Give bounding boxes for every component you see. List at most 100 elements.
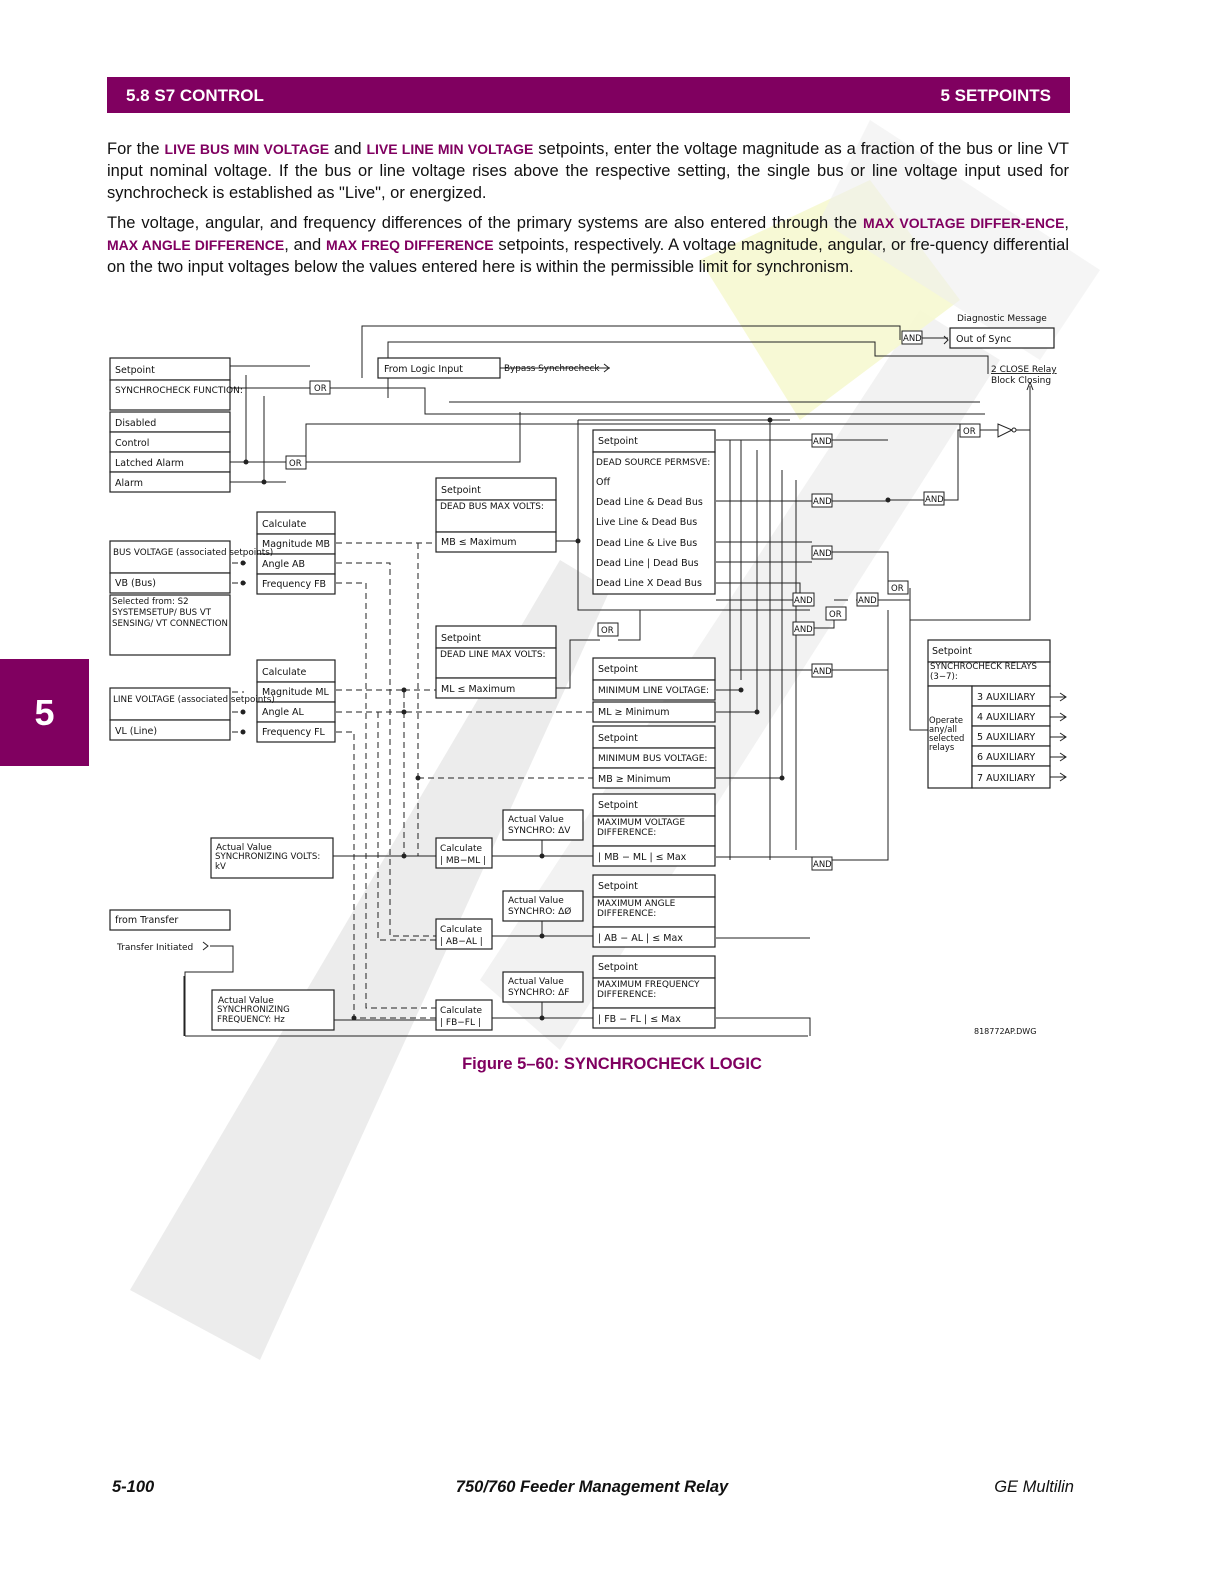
ml-ge-min-label: ML ≥ Minimum — [598, 707, 670, 718]
page-header: 5.8 S7 CONTROL 5 SETPOINTS — [107, 77, 1070, 113]
calculate-da: Calculate — [440, 925, 482, 935]
bus-voltage-label: BUS VOLTAGE (associated setpoints) — [113, 548, 273, 558]
setpoint-dead-source: Setpoint — [598, 436, 638, 447]
block-closing-label: Block Closing — [991, 376, 1051, 386]
or-gate-2: OR — [289, 459, 302, 469]
footer-title: 750/760 Feeder Management Relay — [455, 1478, 729, 1496]
frequency-fb-label: Frequency FB — [262, 579, 326, 590]
sync-freq-label: SYNCHRONIZING FREQUENCY: Hz — [217, 1005, 290, 1025]
setpoint-max-freq-diff: Setpoint — [598, 962, 638, 973]
synchro-df-label: SYNCHRO: ΔF — [508, 988, 569, 998]
dead-source-off: Off — [596, 477, 610, 488]
synchrocheck-function-label: SYNCHROCHECK FUNCTION: — [115, 386, 243, 396]
ab-al-le-max-label: | AB − AL | ≤ Max — [598, 933, 683, 944]
section-title: 5.8 S7 CONTROL — [126, 86, 264, 105]
and-gate-8: AND — [813, 860, 832, 870]
synchro-da-label: SYNCHRO: ΔØ — [508, 906, 571, 917]
vb-bus-label: VB (Bus) — [115, 578, 156, 589]
calculate-label-bus: Calculate — [262, 519, 307, 530]
and-gate-9: AND — [925, 495, 944, 505]
actual-value-sync-freq: Actual Value — [218, 996, 274, 1006]
keyword-max-voltage: MAX VOLTAGE DIFFER-ENCE — [863, 215, 1065, 231]
calc-fb-fl-label: | FB−FL | — [440, 1018, 481, 1028]
selected-from-label: Selected from: S2 SYSTEMSETUP/ BUS VT SE… — [112, 597, 228, 629]
calc-ab-al-label: | AB−AL | — [440, 937, 483, 947]
and-gate-1: AND — [813, 437, 832, 447]
dead-line-max-volts-label: DEAD LINE MAX VOLTS: — [440, 650, 546, 660]
dead-source-permsve-label: DEAD SOURCE PERMSVE: — [596, 458, 710, 468]
mb-le-max-label: MB ≤ Maximum — [441, 537, 517, 548]
from-logic-input-label: From Logic Input — [384, 364, 463, 375]
dead-source-dl-or-db: Dead Line | Dead Bus — [596, 558, 699, 569]
minimum-bus-voltage-label: MINIMUM BUS VOLTAGE: — [598, 754, 707, 764]
bypass-synchrocheck-label: Bypass Synchrocheck — [504, 364, 600, 374]
calculate-label-line: Calculate — [262, 667, 307, 678]
synchro-dv-label: SYNCHRO: ΔV — [508, 826, 571, 836]
chapter-tab: 5 — [0, 659, 89, 766]
aux-relay-7: 7 AUXILIARY — [977, 773, 1035, 784]
dead-source-dl-x-db: Dead Line X Dead Bus — [596, 578, 702, 589]
out-of-sync-label: Out of Sync — [956, 334, 1011, 345]
mb-ml-le-max-label: | MB − ML | ≤ Max — [598, 852, 687, 863]
setpoint-min-line: Setpoint — [598, 664, 638, 675]
setpoint-dead-line: Setpoint — [441, 633, 481, 644]
page-number: 5-100 — [112, 1478, 155, 1496]
operate-selected-label: Operate any/all selected relays — [929, 716, 965, 752]
chapter-title: 5 SETPOINTS — [940, 86, 1051, 105]
diagnostic-message-label: Diagnostic Message — [957, 314, 1047, 324]
synchrocheck-relays-label: SYNCHROCHECK RELAYS (3−7): — [930, 662, 1037, 682]
frequency-fl-label: Frequency FL — [262, 727, 326, 738]
setpoint-min-bus: Setpoint — [598, 733, 638, 744]
mb-ge-min-label: MB ≥ Minimum — [598, 774, 671, 785]
calculate-dv: Calculate — [440, 844, 482, 854]
max-voltage-difference-label: MAXIMUM VOLTAGE DIFFERENCE: — [597, 818, 686, 838]
and-gate-6: AND — [858, 596, 877, 606]
and-gate-3: AND — [813, 549, 832, 559]
or-gate-4: OR — [891, 584, 904, 594]
fb-fl-le-max-label: | FB − FL | ≤ Max — [598, 1014, 681, 1025]
setpoint-max-voltage-diff: Setpoint — [598, 800, 638, 811]
aux-relay-4: 4 AUXILIARY — [977, 712, 1035, 723]
magnitude-mb-label: Magnitude MB — [262, 539, 330, 550]
keyword-max-angle: MAX ANGLE DIFFERENCE — [107, 237, 285, 253]
option-control: Control — [115, 438, 149, 449]
setpoint-max-angle-diff: Setpoint — [598, 881, 638, 892]
setpoint-relays: Setpoint — [932, 646, 972, 657]
minimum-line-voltage-label: MINIMUM LINE VOLTAGE: — [598, 686, 709, 696]
actual-value-df: Actual Value — [508, 977, 564, 987]
setpoint-dead-bus: Setpoint — [441, 485, 481, 496]
and-gate-7: AND — [813, 667, 832, 677]
option-alarm: Alarm — [115, 478, 143, 489]
max-frequency-difference-label: MAXIMUM FREQUENCY DIFFERENCE: — [597, 980, 700, 1000]
aux-relay-3: 3 AUXILIARY — [977, 692, 1035, 703]
dead-bus-max-volts-label: DEAD BUS MAX VOLTS: — [440, 502, 544, 512]
calc-mb-ml-label: | MB−ML | — [440, 856, 486, 866]
and-gate-5: AND — [794, 625, 813, 635]
figure-caption: Figure 5–60: SYNCHROCHECK LOGIC — [462, 1055, 762, 1073]
dead-source-dl-lb: Dead Line & Live Bus — [596, 538, 697, 549]
keyword-live-line: LIVE LINE MIN VOLTAGE — [366, 141, 534, 157]
synchrocheck-logic-diagram: Setpoint SYNCHROCHECK FUNCTION: Disabled… — [109, 314, 1067, 1037]
option-disabled: Disabled — [115, 418, 156, 429]
keyword-max-freq: MAX FREQ DIFFERENCE — [325, 237, 494, 253]
and-gate-4: AND — [794, 596, 813, 606]
magnitude-ml-label: Magnitude ML — [262, 687, 330, 698]
paragraph-live-voltage: For the LIVE BUS MIN VOLTAGE and LIVE LI… — [107, 140, 1070, 202]
or-gate-1: OR — [314, 384, 327, 394]
keyword-live-bus: LIVE BUS MIN VOLTAGE — [164, 141, 330, 157]
actual-value-da: Actual Value — [508, 896, 564, 906]
close-relay-label: 2 CLOSE Relay — [991, 365, 1057, 375]
option-latched-alarm: Latched Alarm — [115, 458, 184, 469]
max-angle-difference-label: MAXIMUM ANGLE DIFFERENCE: — [597, 899, 676, 919]
or-gate-5: OR — [601, 626, 614, 636]
aux-relay-6: 6 AUXILIARY — [977, 752, 1035, 763]
or-gate-3: OR — [829, 610, 842, 620]
calculate-df: Calculate — [440, 1006, 482, 1016]
or-gate-6: OR — [963, 427, 976, 437]
actual-value-dv: Actual Value — [508, 815, 564, 825]
and-gate-2: AND — [813, 497, 832, 507]
ml-le-max-label: ML ≤ Maximum — [441, 684, 515, 695]
angle-ab-label: Angle AB — [262, 559, 305, 570]
from-transfer-label: from Transfer — [115, 915, 178, 926]
dead-source-ll-db: Live Line & Dead Bus — [596, 517, 697, 528]
